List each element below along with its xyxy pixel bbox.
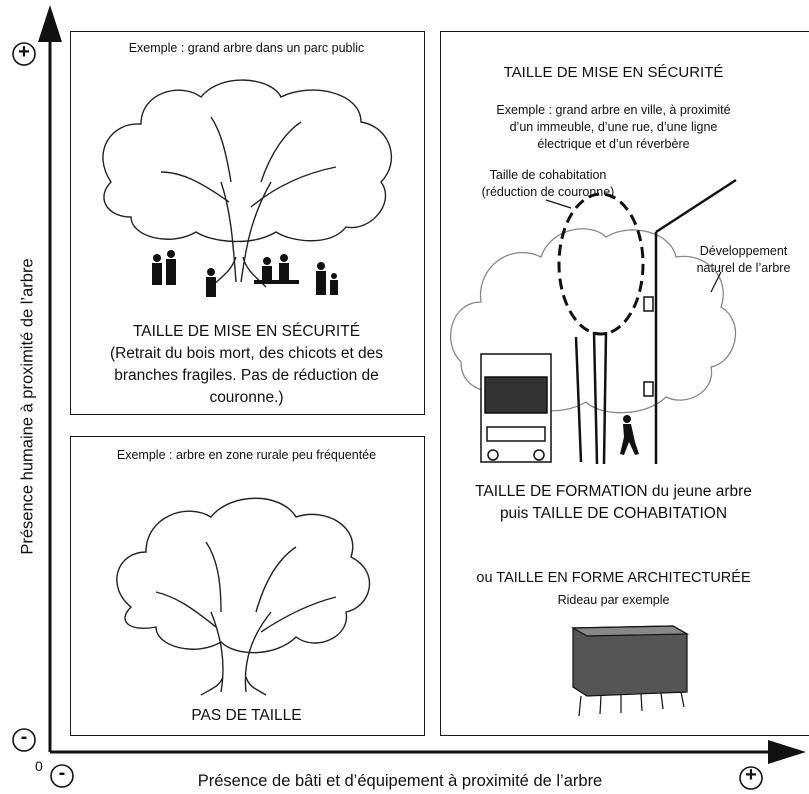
- y-minus-sign: -: [20, 726, 28, 748]
- cohabitation-label-line2: (réduction de couronne): [481, 185, 615, 199]
- park-title: TAILLE DE MISE EN SÉCURITÉ: [132, 323, 361, 340]
- park-example-text: Exemple : grand arbre dans un parc publi…: [128, 41, 365, 55]
- y-axis-label: Présence humaine à proximité de l’arbre: [18, 258, 37, 555]
- urban-example-line3: électrique et d’un réverbère: [537, 137, 690, 151]
- panel-park-tree: Exemple : grand arbre dans un parc publi…: [70, 31, 425, 415]
- x-plus-sign: +: [745, 764, 757, 786]
- origin-label: 0: [35, 758, 43, 774]
- panel-urban-tree: TAILLE DE MISE EN SÉCURITÉ Exemple : gra…: [440, 31, 809, 736]
- architectural-title: ou TAILLE EN FORME ARCHITECTURÉE: [476, 570, 751, 586]
- park-tree-illustration: [102, 79, 392, 297]
- urban-example-line1: Exemple : grand arbre en ville, à proxim…: [496, 103, 731, 117]
- formation-line1: TAILLE DE FORMATION du jeune arbre: [475, 483, 752, 500]
- panel-rural-tree: Exemple : arbre en zone rurale peu fréqu…: [70, 436, 425, 736]
- park-desc-line1: (Retrait du bois mort, des chicots et de…: [109, 345, 384, 362]
- park-desc-line2: branches fragiles. Pas de réduction de: [114, 367, 379, 384]
- urban-example-line2: d’un immeuble, d’une rue, d’une ligne: [509, 120, 718, 134]
- park-desc-line3: couronne.): [209, 389, 284, 406]
- y-plus-sign: +: [18, 41, 30, 63]
- urban-tree-illustration: [450, 178, 737, 465]
- cohabitation-label-line1: Taille de cohabitation: [489, 168, 607, 182]
- natural-development-line1: Développement: [699, 244, 788, 258]
- x-minus-sign: -: [58, 762, 66, 784]
- rural-example-text: Exemple : arbre en zone rurale peu fréqu…: [116, 448, 377, 462]
- urban-title: TAILLE DE MISE EN SÉCURITÉ: [503, 64, 724, 81]
- x-axis-label: Présence de bâti et d’équipement à proxi…: [197, 772, 603, 790]
- formation-line2: puis TAILLE DE COHABITATION: [499, 505, 728, 522]
- curtain-example-label: Rideau par exemple: [557, 593, 670, 607]
- curtain-hedge-illustration: [570, 625, 690, 717]
- rural-tree-illustration: [116, 497, 371, 696]
- rural-title: PAS DE TAILLE: [191, 707, 302, 724]
- natural-development-line2: naturel de l’arbre: [696, 261, 791, 275]
